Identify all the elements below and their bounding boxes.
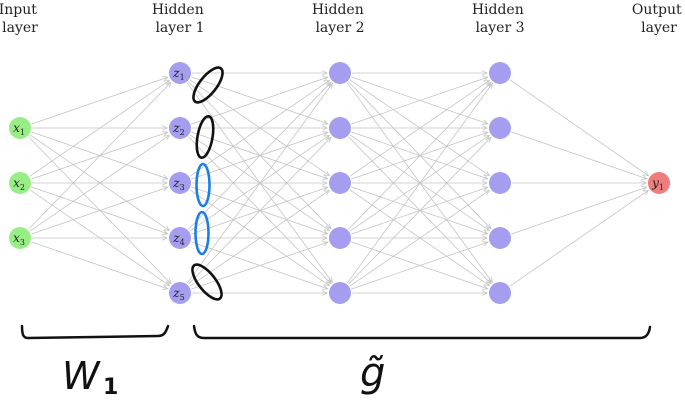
layer-title-output: Output layer [632, 2, 685, 36]
edge-input-2-to-hidden1-2 [31, 187, 167, 235]
highlight-ellipse-2-black [195, 114, 215, 160]
edge-hidden2-4-to-hidden3-1 [348, 137, 491, 285]
node-hidden1-3 [169, 172, 191, 194]
node-label-z5: z5 [172, 286, 184, 302]
highlight-ellipse-3-blue [195, 162, 211, 208]
edge-hidden2-4-to-hidden3-2 [349, 190, 489, 287]
node-label-z4: z4 [172, 231, 184, 247]
edge-hidden1-2-to-hidden2-0 [189, 80, 329, 177]
edge-hidden2-4-to-hidden3-3 [351, 242, 487, 290]
node-hidden2-4 [329, 227, 351, 249]
highlight-ellipse-5-black [191, 263, 223, 301]
node-hidden2-5 [329, 282, 351, 304]
edge-hidden1-4-to-hidden2-0 [186, 84, 332, 284]
layer-title-hidden2-line1: Hidden [312, 2, 364, 18]
node-hidden1-2 [169, 117, 191, 139]
edge-hidden2-3-to-hidden3-0 [348, 82, 491, 230]
left-brace [20, 324, 170, 340]
layer-title-hidden1-line1: Hidden [152, 2, 204, 18]
layer-title-input-line1: Input [0, 2, 37, 18]
edge-hidden1-4-to-hidden2-1 [188, 137, 331, 285]
node-label-x1: x1 [13, 121, 25, 137]
node-label-z3: z3 [172, 176, 184, 192]
node-hidden3-5 [489, 282, 511, 304]
edge-input-1-to-hidden1-0 [29, 80, 169, 177]
layer-title-hidden1: Hidden layer 1 [152, 2, 208, 36]
w1-label: W [62, 354, 101, 398]
highlight-ellipses [191, 66, 224, 301]
edge-hidden1-3-to-hidden2-0 [188, 82, 331, 230]
node-input-1 [9, 117, 31, 139]
edge-hidden2-4-to-hidden3-0 [346, 84, 492, 284]
edge-hidden1-4-to-hidden2-2 [189, 190, 329, 287]
node-label-x3: x3 [13, 231, 25, 247]
node-hidden3-2 [489, 117, 511, 139]
layer-title-hidden1-line2: layer 1 [155, 20, 204, 36]
edge-hidden3-0-to-output-0 [509, 79, 648, 176]
layer-title-input: Input layer [0, 2, 41, 36]
layer-title-hidden3-line1: Hidden [472, 2, 524, 18]
edge-input-0-to-hidden1-0 [31, 77, 167, 125]
node-hidden1-5 [169, 282, 191, 304]
node-input-3 [9, 227, 31, 249]
layer-title-hidden3-line2: layer 3 [475, 20, 524, 36]
layer-title-input-line2: layer [2, 20, 38, 36]
connection-edges [28, 73, 648, 293]
node-hidden1-4 [169, 227, 191, 249]
layer-title-hidden2: Hidden layer 2 [312, 2, 368, 36]
highlight-ellipse-1-black [192, 66, 224, 104]
network-nodes: x1 x2 x3 z1 z2 z3 z4 z5 y1 [9, 62, 670, 304]
edge-input-2-to-hidden1-1 [29, 135, 169, 232]
node-label-x2: x2 [13, 176, 25, 192]
node-output-1 [648, 172, 670, 194]
node-label-z2: z2 [172, 121, 184, 137]
edge-input-2-to-hidden1-4 [31, 241, 167, 289]
edge-hidden3-1-to-output-0 [511, 131, 646, 179]
node-label-z1: z1 [172, 66, 184, 82]
g-tilde-label: g̃ [360, 350, 385, 396]
layer-title-output-line2: layer [641, 20, 677, 36]
node-hidden2-2 [329, 117, 351, 139]
node-hidden3-3 [489, 172, 511, 194]
edge-hidden1-1-to-hidden2-0 [191, 77, 327, 125]
node-hidden2-3 [329, 172, 351, 194]
w1-annotation: W 1 [62, 354, 118, 400]
edge-hidden3-4-to-output-0 [509, 190, 648, 287]
node-input-2 [9, 172, 31, 194]
edge-hidden3-3-to-output-0 [511, 187, 646, 235]
layer-title-output-line1: Output [632, 2, 682, 18]
layer-title-hidden2-line2: layer 2 [315, 20, 364, 36]
node-hidden3-4 [489, 227, 511, 249]
node-label-y1: y1 [651, 176, 664, 192]
node-hidden3-1 [489, 62, 511, 84]
edge-hidden1-4-to-hidden2-3 [191, 242, 327, 290]
edge-hidden2-1-to-hidden3-0 [351, 77, 487, 125]
node-hidden2-1 [329, 62, 351, 84]
layer-title-hidden3: Hidden layer 3 [472, 2, 528, 36]
highlight-ellipse-4-blue [194, 210, 210, 256]
layer-titles: Input layer Hidden layer 1 Hidden layer … [0, 2, 685, 36]
w1-subscript: 1 [103, 375, 118, 400]
node-hidden1-1 [169, 62, 191, 84]
edge-input-2-to-hidden1-0 [28, 82, 171, 230]
edge-hidden2-2-to-hidden3-0 [349, 80, 489, 177]
right-brace [192, 324, 652, 340]
